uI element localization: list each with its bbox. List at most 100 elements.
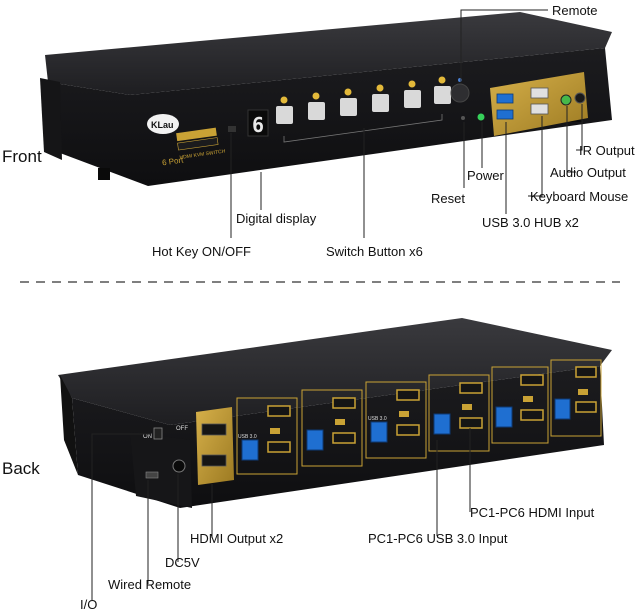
pc-label	[462, 404, 472, 410]
pc-port-group	[365, 381, 427, 459]
dc5v-jack[interactable]	[172, 459, 186, 473]
usb-input-port[interactable]	[495, 406, 513, 428]
label-dc5v: DC5V	[165, 555, 200, 570]
usb3-text: USB 3.0	[238, 434, 257, 440]
channel-led	[376, 84, 384, 92]
pc-label	[578, 389, 588, 395]
mouse-port[interactable]	[530, 103, 549, 115]
back-device-top	[58, 318, 612, 425]
hdmi-input-port[interactable]	[459, 417, 483, 429]
display-digit: 6	[252, 113, 264, 137]
usb-input-port[interactable]	[306, 429, 324, 451]
pc-label	[399, 411, 409, 417]
channel-led	[438, 76, 446, 84]
front-callouts	[230, 9, 583, 238]
select-bracket	[283, 114, 443, 143]
hdmi-input-port[interactable]	[396, 424, 420, 436]
switch-button-5[interactable]	[404, 90, 421, 108]
section-back-title: Back	[2, 459, 40, 478]
hdmi-input-port[interactable]	[575, 366, 597, 378]
back-callouts	[91, 428, 471, 600]
hdmi-input-port[interactable]	[520, 374, 544, 386]
io-switch[interactable]	[153, 427, 163, 440]
hdmi-input-port[interactable]	[267, 405, 291, 417]
pc-label	[523, 396, 533, 402]
audio-jack[interactable]	[560, 94, 572, 106]
label-audio-output: Audio Output	[550, 165, 626, 180]
keyboard-port[interactable]	[530, 87, 549, 99]
label-digital-display: Digital display	[236, 211, 317, 226]
switch-buttons	[276, 76, 451, 143]
hdmi-input-port[interactable]	[396, 389, 420, 401]
switch-button-2[interactable]	[308, 102, 325, 120]
usb-input-port[interactable]	[370, 421, 388, 443]
back-device: ON OFF	[58, 318, 612, 508]
hdmi-input-port[interactable]	[332, 432, 356, 444]
off-text: OFF	[176, 426, 188, 432]
usb3-text: USB 3.0	[368, 416, 387, 422]
usb-hub-port[interactable]	[496, 109, 514, 120]
hdmi-input-port[interactable]	[575, 401, 597, 413]
pc-port-group	[491, 366, 549, 444]
switch-button-1[interactable]	[276, 106, 293, 124]
front-device-face	[48, 48, 612, 186]
switch-button-6[interactable]	[434, 86, 451, 104]
pc-port-group	[428, 374, 490, 452]
usb-hub-port[interactable]	[496, 93, 514, 104]
back-device-side	[60, 375, 78, 475]
hot-key-switch[interactable]	[228, 126, 236, 132]
label-reset: Reset	[431, 191, 465, 206]
channel-led	[344, 88, 352, 96]
on-text: ON	[143, 434, 152, 440]
pc-label	[335, 419, 345, 425]
digital-display: 6	[247, 109, 269, 137]
remote-receiver	[450, 83, 470, 103]
hdmi-input-port[interactable]	[267, 441, 291, 453]
wired-remote-port[interactable]	[145, 471, 159, 479]
usb-input-port[interactable]	[241, 439, 259, 461]
switch-button-3[interactable]	[340, 98, 357, 116]
channel-led	[408, 80, 416, 88]
label-ir-output: IR Output	[579, 143, 635, 158]
hdmi-output-panel	[196, 407, 234, 485]
pc-port-group	[550, 359, 602, 437]
label-hdmi-input: PC1-PC6 HDMI Input	[470, 505, 595, 520]
section-front-title: Front	[2, 147, 42, 166]
reset-button[interactable]	[461, 116, 465, 120]
usb-input-port[interactable]	[433, 413, 451, 435]
label-usb-hub: USB 3.0 HUB x2	[482, 215, 579, 230]
pc-label	[270, 428, 280, 434]
label-wired-remote: Wired Remote	[108, 577, 192, 592]
model-line-text: 6 Port	[162, 155, 185, 167]
front-device: KLau 6 Port HDMI KVM SWITCH 6	[40, 12, 612, 186]
switch-button-4[interactable]	[372, 94, 389, 112]
label-hot-key: Hot Key ON/OFF	[152, 244, 251, 259]
pc-port-group	[301, 389, 363, 467]
label-switch-button: Switch Button x6	[326, 244, 423, 259]
hdmi-input-port[interactable]	[520, 409, 544, 421]
label-usb-input: PC1-PC6 USB 3.0 Input	[368, 531, 508, 546]
label-keyboard-mouse: Keyboard Mouse	[530, 189, 629, 204]
hdmi-input-port[interactable]	[459, 382, 483, 394]
brand-logo: KLau	[147, 114, 179, 134]
pc-port-group	[236, 397, 298, 475]
hdmi-input-port[interactable]	[332, 397, 356, 409]
channel-led	[280, 96, 288, 104]
ir-jack[interactable]	[574, 92, 586, 104]
mounting-ear	[130, 432, 192, 508]
channel-led	[312, 92, 320, 100]
mounting-ear	[40, 78, 62, 160]
power-led	[477, 113, 485, 121]
hdmi-output-port[interactable]	[201, 454, 227, 467]
label-remote: Remote	[552, 3, 598, 18]
label-io: I/O	[80, 597, 98, 612]
device-foot	[98, 168, 110, 180]
front-device-top	[45, 12, 612, 95]
hdmi-output-port[interactable]	[201, 423, 227, 436]
label-hdmi-output: HDMI Output x2	[190, 531, 284, 546]
brand-logo-text: KLau	[151, 120, 174, 130]
label-power: Power	[467, 168, 504, 183]
usb-input-port[interactable]	[554, 398, 571, 420]
